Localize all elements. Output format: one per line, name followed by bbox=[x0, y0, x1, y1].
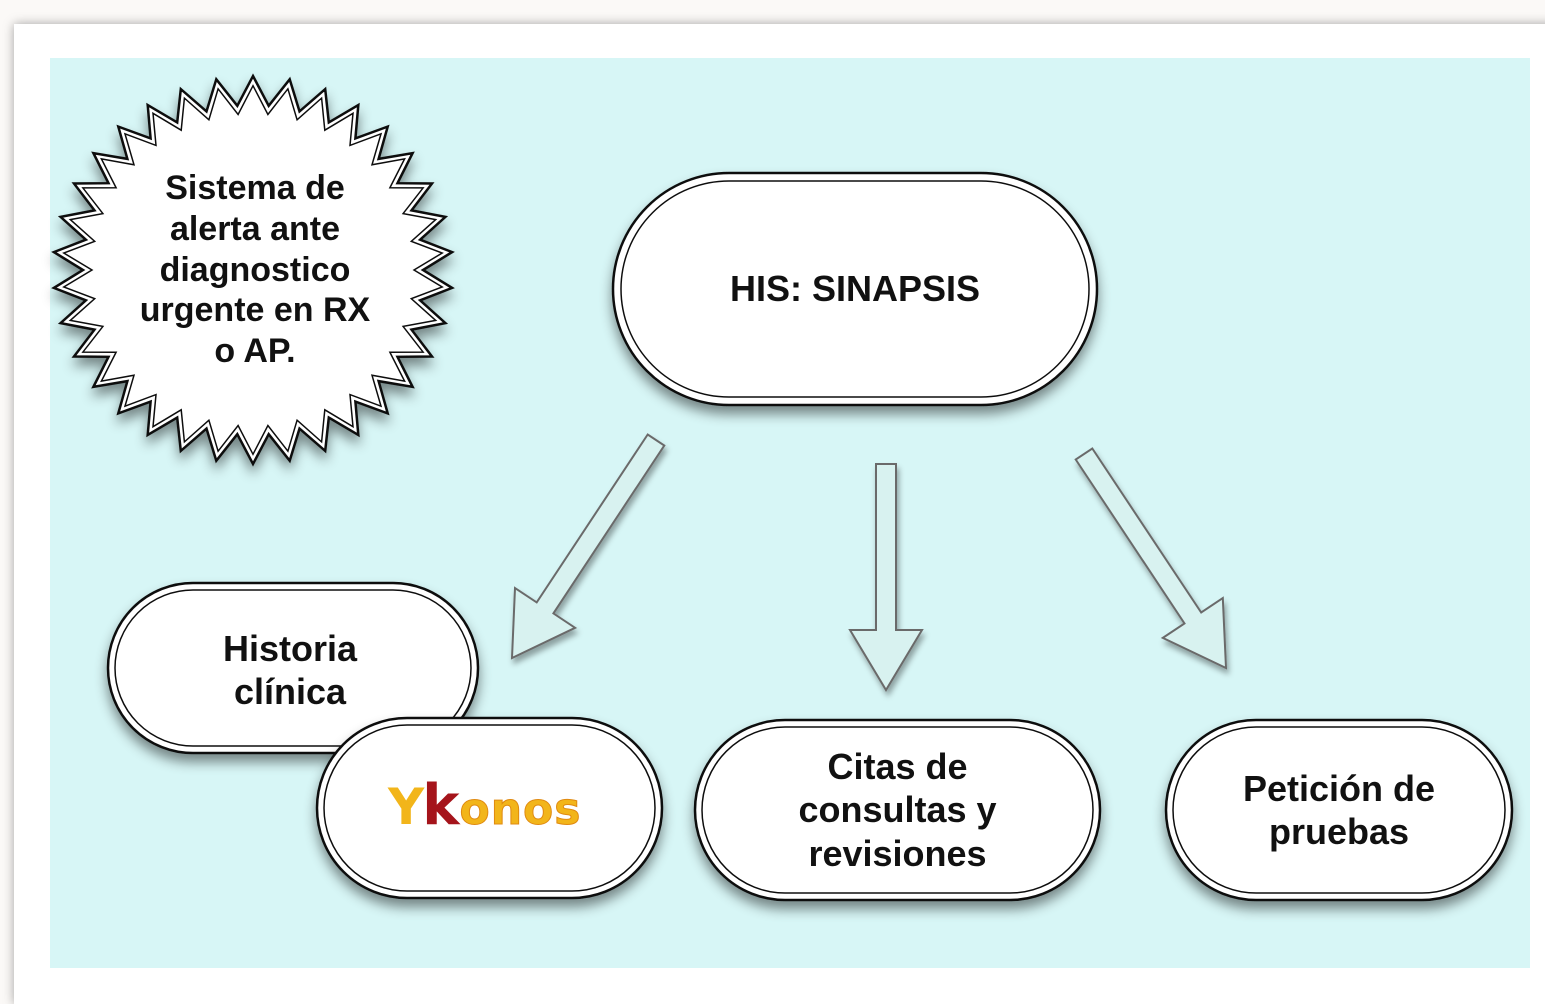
alert-starburst bbox=[51, 73, 455, 467]
his-box bbox=[611, 171, 1099, 407]
peticion-label: Petición de pruebas bbox=[1242, 767, 1436, 852]
historia-clinica-label: Historia clínica bbox=[222, 627, 358, 712]
alert-text: Sistema de alerta ante diagnostico urgen… bbox=[139, 169, 371, 371]
historia-clinica-box bbox=[106, 581, 480, 755]
ykonos-logo-rest: onos bbox=[459, 784, 582, 835]
his-title: HIS: SINAPSIS bbox=[729, 268, 981, 310]
arrow-middle bbox=[848, 463, 924, 692]
peticion-box bbox=[1164, 718, 1514, 902]
arrow-left bbox=[510, 433, 666, 660]
ykonos-logo-k: k bbox=[422, 773, 460, 838]
ykonos-box bbox=[315, 716, 664, 900]
citas-label: Citas de consultas y revisiones bbox=[798, 746, 997, 874]
ykonos-logo: Y k onos bbox=[388, 778, 581, 838]
ykonos-logo-y: Y bbox=[388, 778, 425, 836]
arrow-right bbox=[1074, 447, 1228, 670]
citas-box bbox=[693, 718, 1102, 902]
